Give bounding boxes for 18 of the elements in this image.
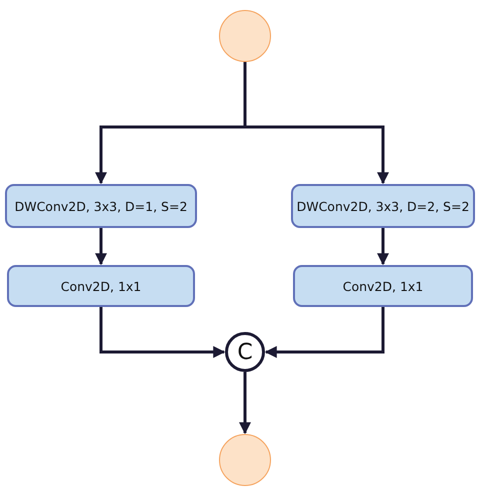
- arrow: [239, 372, 251, 434]
- node-label: Conv2D, 1x1: [60, 278, 142, 294]
- terminal-circle: [219, 434, 271, 486]
- node-label: DWConv2D, 3x3, D=2, S=2: [296, 198, 470, 214]
- node-label: DWConv2D, 3x3, D=1, S=2: [14, 198, 188, 214]
- terminal-circle: [219, 10, 271, 62]
- arrow: [377, 228, 389, 266]
- concat-circle: [225, 332, 265, 372]
- process-box: [291, 184, 475, 228]
- node-label: Conv2D, 1x1: [342, 278, 424, 294]
- arrow: [244, 62, 389, 184]
- process-box: [7, 265, 195, 307]
- node-label: C: [237, 340, 253, 364]
- process-box: [293, 265, 473, 307]
- arrow: [95, 228, 107, 266]
- process-box: [5, 184, 197, 228]
- arrow: [264, 307, 384, 358]
- arrow: [100, 307, 226, 358]
